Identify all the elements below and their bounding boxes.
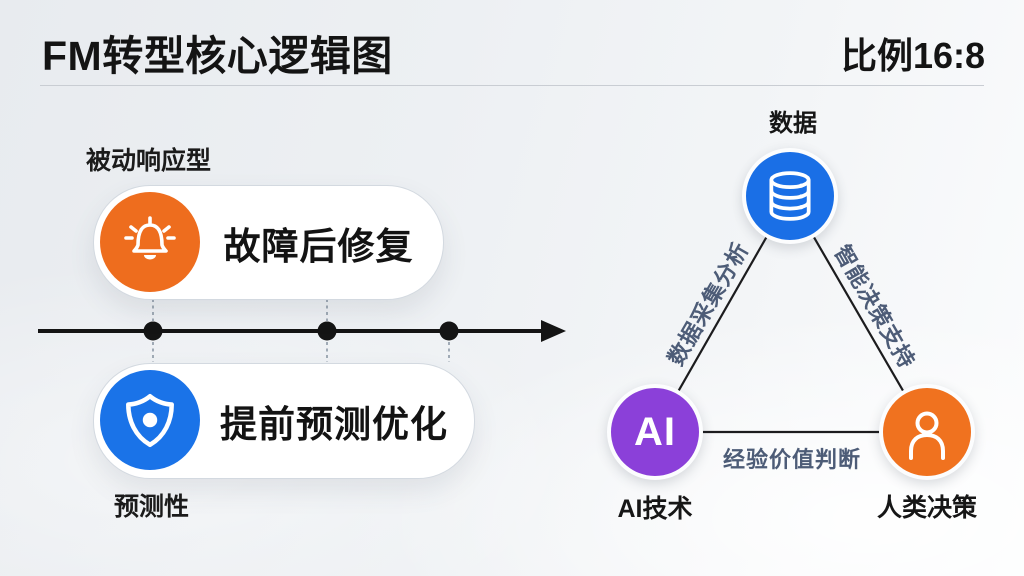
predictive-mode-label: 预测性	[114, 493, 190, 521]
data-node-label: 数据	[769, 110, 817, 137]
optimize-pill: 提前预测优化	[93, 363, 475, 479]
database-icon	[769, 171, 811, 221]
shield-icon	[100, 370, 200, 470]
data-node	[742, 148, 838, 244]
edge-label-ai-human: 经验价值判断	[722, 447, 862, 472]
timeline-dots	[143, 321, 459, 341]
person-icon	[909, 411, 945, 460]
ai-node: AI	[607, 384, 703, 480]
ai-node-label: AI技术	[617, 495, 693, 523]
alarm-bell-icon	[100, 192, 200, 292]
ratio-label: 比例16:8	[840, 35, 985, 76]
page-title: FM转型核心逻辑图	[42, 33, 393, 79]
arrowhead-icon	[541, 320, 566, 342]
human-node-label: 人类决策	[876, 494, 978, 522]
ai-badge-text: AI	[634, 409, 676, 454]
title-divider	[40, 85, 984, 86]
repair-pill: 故障后修复	[93, 185, 444, 300]
optimize-pill-label: 提前预测优化	[220, 404, 448, 445]
human-node	[879, 384, 975, 480]
passive-mode-label: 被动响应型	[86, 147, 212, 175]
repair-pill-label: 故障后修复	[223, 225, 414, 267]
